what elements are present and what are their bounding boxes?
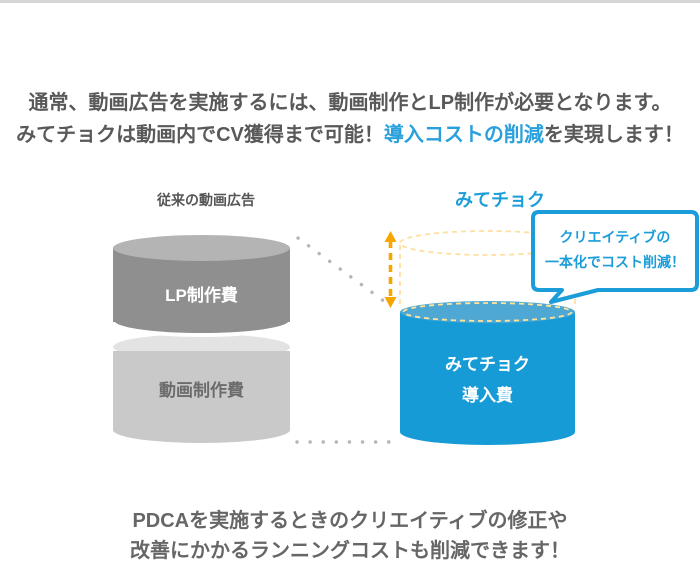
footer-note: PDCAを実施するときのクリエイティブの修正や 改善にかかるランニングコストも削… [0,506,700,566]
callout-line2: 一本化でコスト削減！ [545,254,685,270]
callout-bubble [531,210,699,304]
headline-highlight: 導入コストの削減 [383,124,544,146]
footer-line2: 改善にかかるランニングコストも削減できます！ [130,540,570,562]
mitechoku-cost-label: みてチョク 導入費 [400,349,575,411]
headline-line2-suffix: を実現します！ [543,124,684,146]
headline-line1: 通常、動画広告を実施するには、動画制作とLP制作が必要となります。 [28,92,672,114]
cylinder-lp-cost [111,235,292,337]
cylinder-mitechoku-cost [400,301,575,445]
video-cost-label: 動画制作費 [159,381,244,400]
cost-reduction-arrow-icon [384,231,397,308]
lp-cost-label: LP制作費 [165,286,238,305]
top-divider-line [0,0,700,3]
right-column-label: みてチョク [455,190,545,210]
callout-text: クリエイティブの 一本化でコスト削減！ [533,225,697,275]
headline-line2-prefix: みてチョクは動画内でCV獲得まで可能！ [16,124,384,146]
headline: 通常、動画広告を実施するには、動画制作とLP制作が必要となります。 みてチョクは… [0,87,700,151]
left-column-label: 従来の動画広告 [157,192,255,208]
callout-line1: クリエイティブの [559,229,671,245]
mitechoku-cost-line2: 導入費 [462,386,513,405]
cylinder-video-cost [113,334,290,443]
footer-line1: PDCAを実施するときのクリエイティブの修正や [132,510,568,532]
headline-line2: みてチョクは動画内でCV獲得まで可能！導入コストの削減を実現します！ [0,119,700,151]
dotted-connector-top [296,236,394,309]
mitechoku-cost-line1: みてチョク [445,355,530,374]
